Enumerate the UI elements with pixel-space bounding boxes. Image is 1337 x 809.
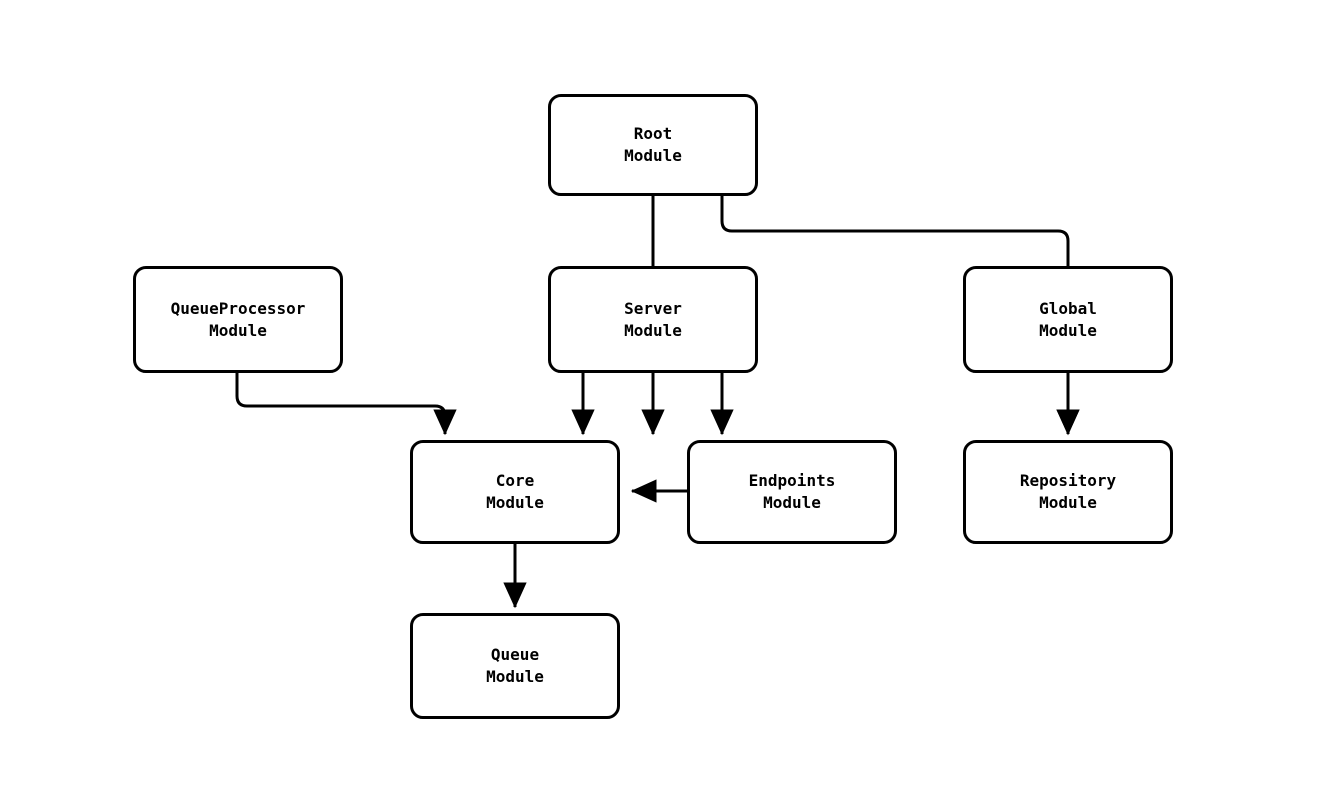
node-endpoints-module-line1: Endpoints [748,471,836,490]
edge-root-to-global [720,196,1080,436]
node-root-module[interactable]: Root Module [548,94,758,196]
node-queue-module[interactable]: Queue Module [410,613,620,719]
node-endpoints-module[interactable]: Endpoints Module [687,440,897,544]
node-core-module-line1: Core [495,471,535,490]
node-repository-module-line1: Repository [1019,471,1117,490]
node-root-module-line2: Module [624,146,682,165]
node-core-module-line2: Module [486,493,544,512]
node-repository-module[interactable]: Repository Module [963,440,1173,544]
node-queueprocessor-module-line2: Module [209,320,267,340]
node-core-module[interactable]: Core Module [410,440,620,544]
node-repository-module-line2: Module [1039,493,1097,512]
node-server-module-line2: Module [624,320,682,340]
node-global-module[interactable]: Global Module [963,266,1173,373]
node-server-module-line1: Server [624,298,682,318]
node-root-module-line1: Root [633,124,673,143]
node-queue-module-line2: Module [486,667,544,686]
node-global-module-line2: Module [1039,320,1097,340]
node-global-module-line1: Global [1039,298,1097,318]
node-queueprocessor-module-line1: QueueProcessor [170,298,306,318]
edge-queueprocessor-to-core [235,373,457,436]
node-endpoints-module-line2: Module [763,493,821,512]
node-server-module[interactable]: Server Module [548,266,758,373]
node-queue-module-line1: Queue [490,645,540,664]
node-queueprocessor-module[interactable]: QueueProcessor Module [133,266,343,373]
